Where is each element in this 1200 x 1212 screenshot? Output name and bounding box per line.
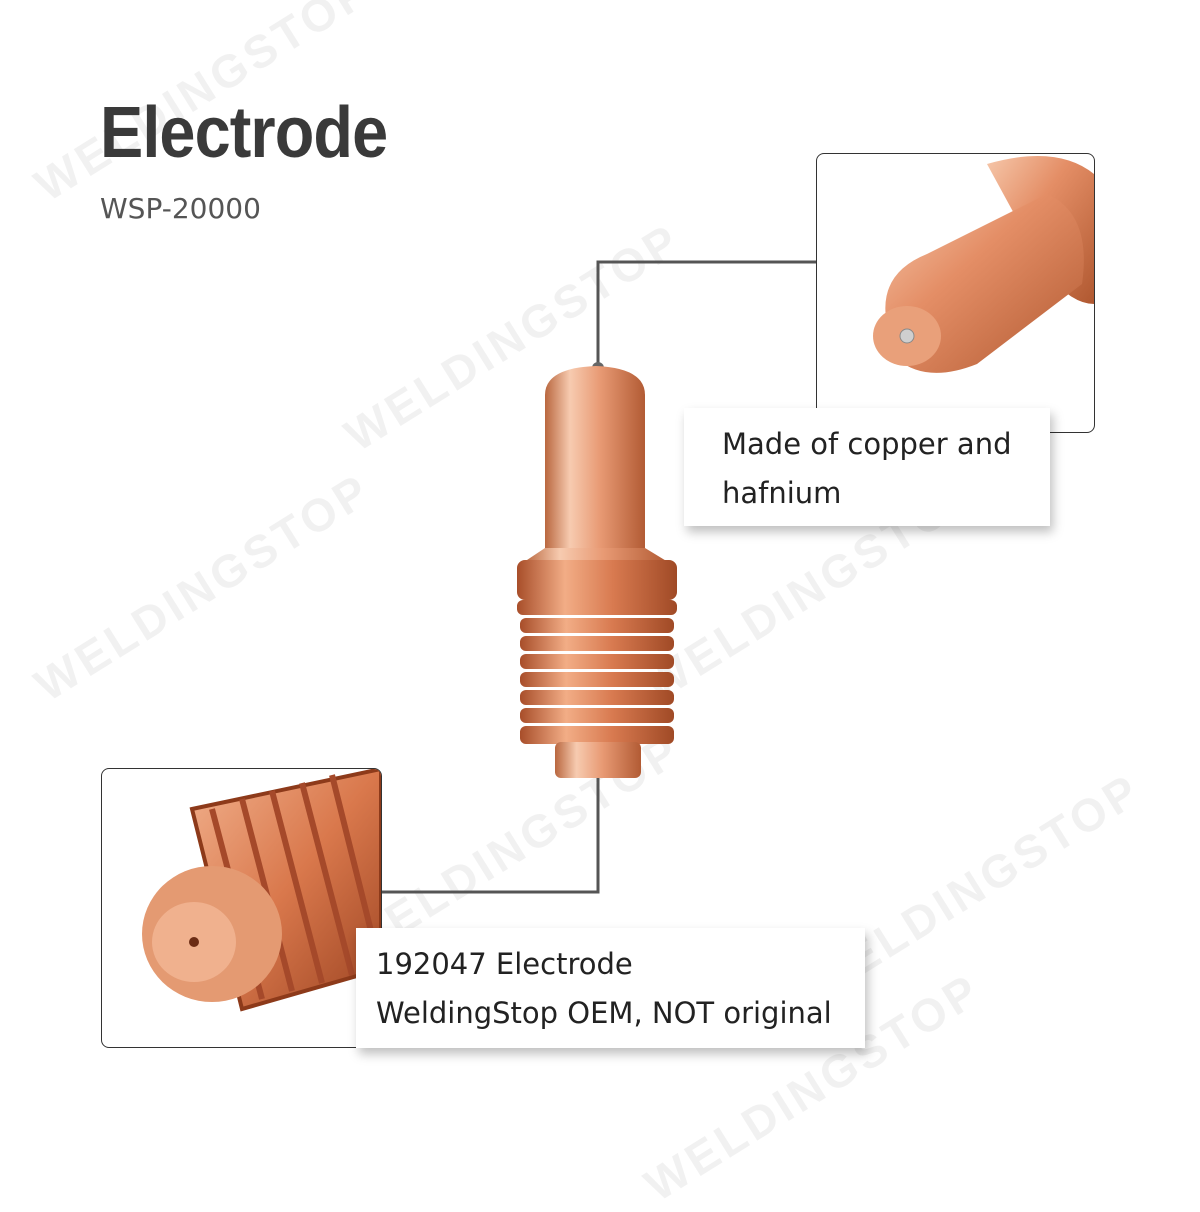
callout-material: Made of copper and hafnium [684,408,1050,526]
callout-part-line2: WeldingStop OEM, NOT original [376,996,832,1030]
leader-line-top [596,260,816,368]
callout-material-line1: Made of copper and [722,427,1012,461]
detail-image-threads [101,768,382,1048]
callout-part-number: 192047 Electrode WeldingStop OEM, NOT or… [356,928,865,1048]
detail-image-tip [816,153,1095,433]
model-number: WSP-20000 [100,192,261,225]
callout-part-line1: 192047 Electrode [376,947,633,981]
page-title: Electrode [100,93,388,173]
callout-material-line2: hafnium [722,476,842,510]
electrode-threads [517,600,677,744]
leader-line-bottom [380,768,600,894]
